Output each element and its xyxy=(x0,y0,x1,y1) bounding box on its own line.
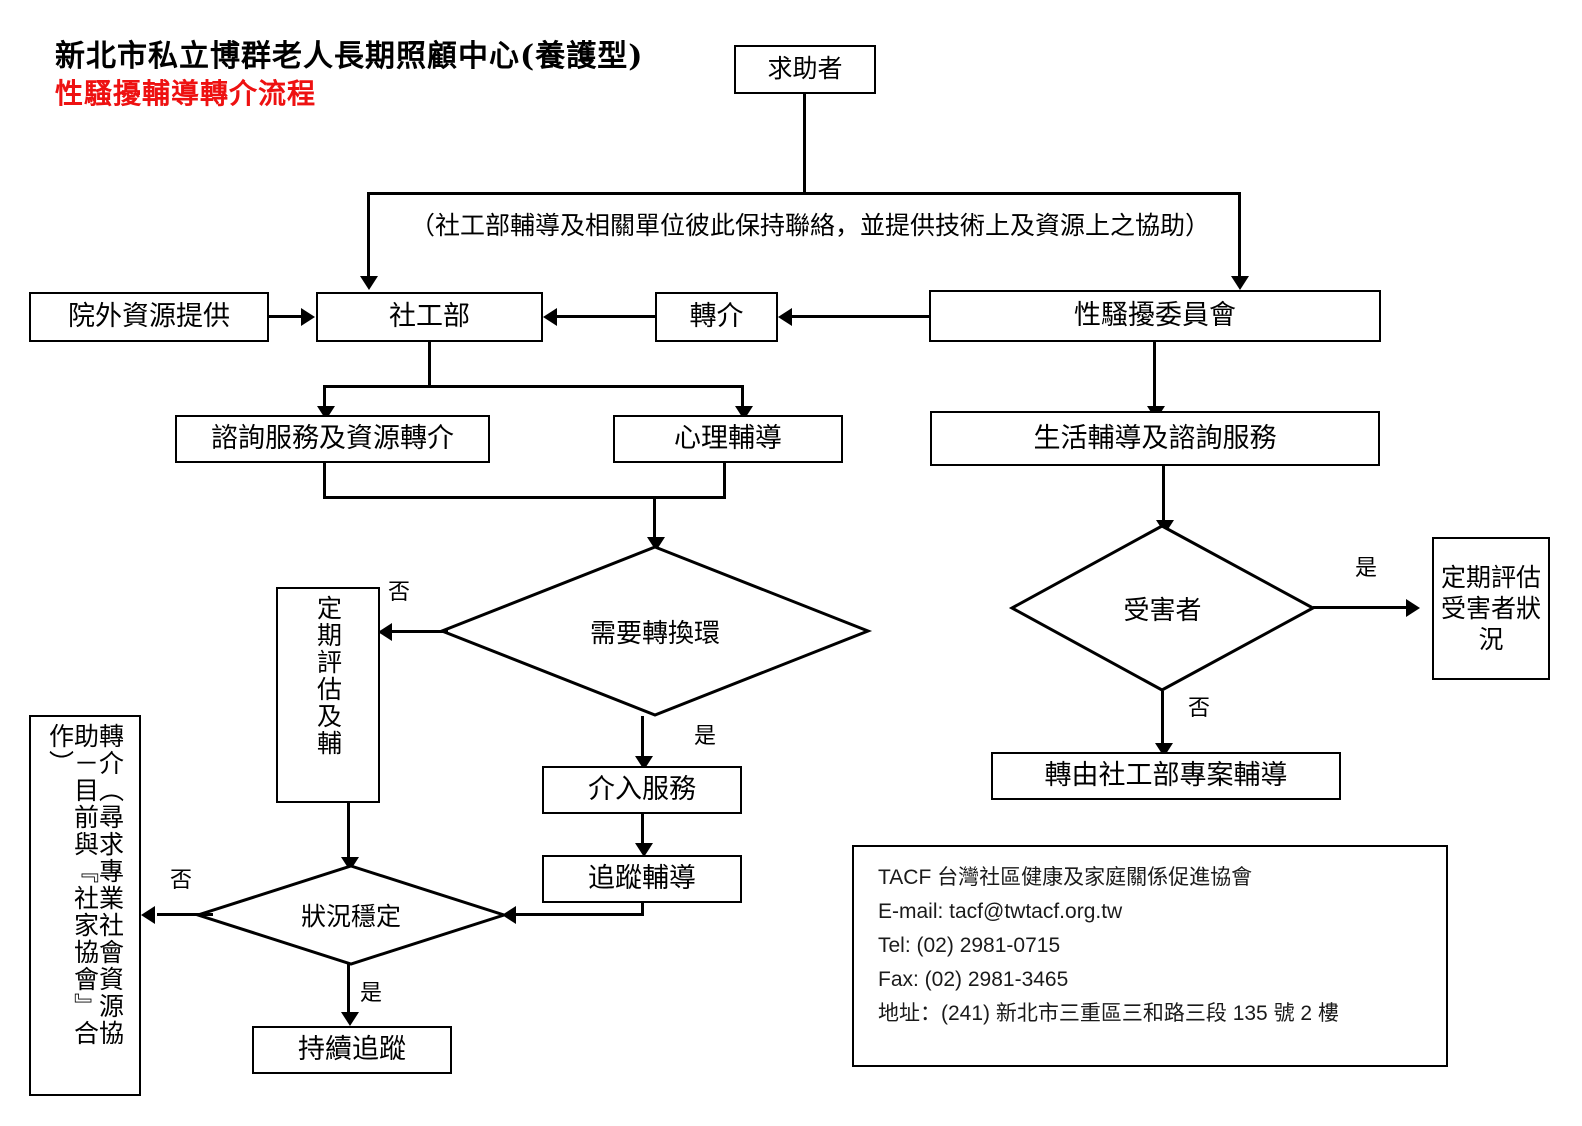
edge-committee-to-life xyxy=(1153,342,1156,410)
edge-stable-no-arrow xyxy=(141,906,155,924)
node-periodic-eval-guidance-label: 定期評估及輔 xyxy=(313,595,343,757)
node-psych-counseling[interactable]: 心理輔導 xyxy=(613,415,843,463)
edge-victim-no xyxy=(1161,691,1164,747)
contact-line-address: 地址：(241) 新北市三重區三和路三段 135 號 2 樓 xyxy=(878,1002,1339,1026)
contact-line-fax: Fax: (02) 2981-3465 xyxy=(878,968,1069,992)
node-continuous-tracking[interactable]: 持續追蹤 xyxy=(252,1026,452,1074)
node-help-seeker-label: 求助者 xyxy=(767,54,843,84)
node-referral-note-col-left: 助－目前與『社家協會』合作） xyxy=(45,723,100,1047)
bracket-left-drop xyxy=(367,192,370,277)
node-consult-service-label: 諮詢服務及資源轉介 xyxy=(211,423,454,455)
node-transfer-social-work[interactable]: 轉由社工部專案輔導 xyxy=(991,752,1341,800)
swd-split-stem xyxy=(428,342,431,387)
node-followup-counseling[interactable]: 追蹤輔導 xyxy=(542,855,742,903)
edge-stable-yes-arrow xyxy=(341,1012,359,1026)
flow-title: 性騷擾輔導轉介流程 xyxy=(55,77,317,110)
node-intervention-service[interactable]: 介入服務 xyxy=(542,766,742,814)
decision-victim[interactable] xyxy=(1008,524,1317,692)
edge-external-to-swd xyxy=(269,315,303,318)
org-title: 新北市私立博群老人長期照顧中心(養護型) xyxy=(55,39,644,74)
swd-split-bar xyxy=(323,385,744,388)
node-external-resource[interactable]: 院外資源提供 xyxy=(29,292,269,342)
edge-needchange-yes xyxy=(641,716,644,760)
node-life-guidance-label: 生活輔導及諮詢服務 xyxy=(1033,422,1277,454)
node-social-work-dept[interactable]: 社工部 xyxy=(316,292,543,342)
edge-committee-to-referral xyxy=(792,315,929,318)
node-external-resource-label: 院外資源提供 xyxy=(68,301,230,333)
edge-helpseeker-to-bracket xyxy=(803,94,806,194)
bracket-right-drop xyxy=(1238,192,1241,277)
node-help-seeker[interactable]: 求助者 xyxy=(734,45,876,94)
decision-status-stable[interactable] xyxy=(193,864,509,966)
node-continuous-tracking-label: 持續追蹤 xyxy=(298,1034,406,1066)
node-social-work-dept-label: 社工部 xyxy=(389,301,470,333)
node-periodic-eval-guidance[interactable]: 定期評估及輔 xyxy=(276,587,380,803)
node-periodic-eval-victim-label: 定期評估受害者狀況 xyxy=(1440,562,1541,655)
contact-line-email[interactable]: E-mail: tacf@twtacf.org.tw xyxy=(878,900,1123,924)
bracket-right-arrowhead xyxy=(1231,276,1249,290)
edge-life-to-victim xyxy=(1162,466,1165,524)
merge-to-diamond-stem xyxy=(653,496,656,541)
edge-followup-to-stable-run xyxy=(516,913,644,916)
merge-left-stem xyxy=(323,463,326,499)
node-referral-note[interactable]: 轉介（尋求專業社會資源協 助－目前與『社家協會』合作） xyxy=(29,715,141,1096)
edge-stable-no xyxy=(157,913,213,916)
edge-followup-to-stable-drop xyxy=(641,903,644,915)
decision-need-change-env[interactable] xyxy=(437,545,873,717)
node-followup-counseling-label: 追蹤輔導 xyxy=(588,863,696,895)
node-referral-label: 轉介 xyxy=(689,301,744,333)
edge-intervention-to-followup xyxy=(641,814,644,846)
node-referral[interactable]: 轉介 xyxy=(655,292,778,342)
edge-needchange-no xyxy=(392,630,448,633)
edge-stable-yes xyxy=(347,964,350,1016)
edge-followup-to-stable-arrow xyxy=(502,906,516,924)
node-life-guidance[interactable]: 生活輔導及諮詢服務 xyxy=(930,411,1380,466)
edge-intervention-to-followup-arrow xyxy=(635,843,653,857)
node-psych-counseling-label: 心理輔導 xyxy=(674,423,782,455)
node-referral-note-col-right: 轉介（尋求專業社會資源協 xyxy=(95,723,125,1047)
edge-external-to-swd-arrow xyxy=(301,308,315,326)
node-harassment-committee-label: 性騷擾委員會 xyxy=(1074,300,1236,332)
branch-label-stable-no: 否 xyxy=(170,868,193,893)
bracket-left-arrowhead xyxy=(360,276,378,290)
edge-referral-to-swd xyxy=(557,315,655,318)
contact-line-org: TACF 台灣社區健康及家庭關係促進協會 xyxy=(878,866,1253,889)
node-consult-service[interactable]: 諮詢服務及資源轉介 xyxy=(175,415,490,463)
note-bracket-text: （社工部輔導及相關單位彼此保持聯絡，並提供技術上及資源上之協助） xyxy=(410,211,1211,240)
node-harassment-committee[interactable]: 性騷擾委員會 xyxy=(929,290,1381,342)
contact-line-tel: Tel: (02) 2981-0715 xyxy=(878,934,1061,958)
bracket-top-line xyxy=(367,192,1241,195)
branch-label-stable-yes: 是 xyxy=(360,981,383,1006)
branch-label-victim-yes: 是 xyxy=(1355,556,1378,581)
node-periodic-eval-victim[interactable]: 定期評估受害者狀況 xyxy=(1432,537,1550,680)
node-transfer-social-work-label: 轉由社工部專案輔導 xyxy=(1044,760,1288,792)
merge-bar xyxy=(323,496,726,499)
edge-committee-to-referral-arrow xyxy=(778,308,792,326)
swd-split-right-drop xyxy=(741,385,744,408)
edge-referral-to-swd-arrow xyxy=(543,308,557,326)
branch-label-needchange-yes: 是 xyxy=(694,724,717,749)
contact-info-box: TACF 台灣社區健康及家庭關係促進協會 E-mail: tacf@twtacf… xyxy=(852,845,1448,1067)
edge-victim-yes-arrow xyxy=(1406,599,1420,617)
edge-periodic-to-stable xyxy=(347,803,350,861)
branch-label-needchange-no: 否 xyxy=(388,580,411,605)
merge-right-stem xyxy=(723,463,726,499)
swd-split-left-drop xyxy=(323,385,326,408)
edge-victim-yes xyxy=(1313,606,1410,609)
branch-label-victim-no: 否 xyxy=(1188,696,1211,721)
edge-needchange-no-arrow xyxy=(378,623,392,641)
node-intervention-service-label: 介入服務 xyxy=(588,774,696,806)
